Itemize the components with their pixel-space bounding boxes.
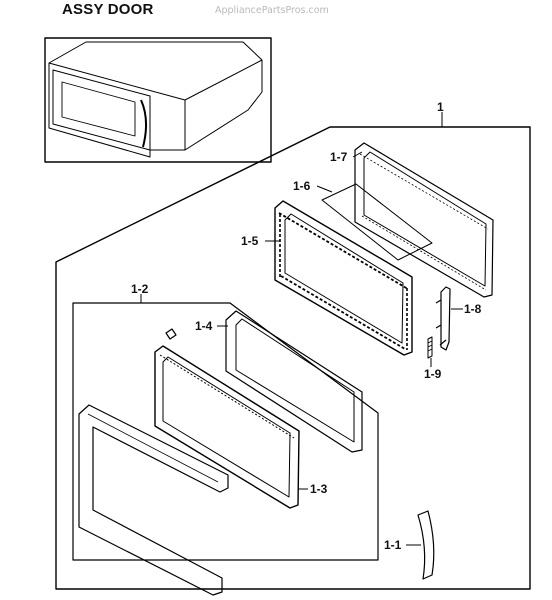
callout-1-5: 1-5 — [241, 234, 259, 248]
callout-1-1: 1-1 — [384, 538, 402, 552]
callout-1-3: 1-3 — [310, 482, 328, 496]
part-front-cover — [78, 404, 229, 596]
callout-1: 1 — [437, 100, 444, 114]
callout-1-6: 1-6 — [293, 179, 311, 193]
callout-1-2: 1-2 — [131, 282, 149, 296]
part-1-1-handle — [417, 510, 435, 580]
part-clip — [165, 328, 177, 340]
callout-1-8: 1-8 — [464, 302, 482, 316]
part-1-3-door-panel — [154, 345, 300, 509]
part-1-4-door-screen — [225, 310, 363, 453]
leader-1-7 — [352, 151, 363, 158]
part-1-7-choke-frame — [354, 142, 494, 298]
assembly-1-outline — [55, 126, 531, 590]
part-1-8-latch — [435, 286, 451, 351]
callout-1-4: 1-4 — [195, 319, 213, 333]
part-1-5-door-frame — [274, 200, 413, 356]
leader-1-6 — [316, 185, 333, 193]
assembly-1-2-outline — [72, 302, 379, 561]
callout-1-7: 1-7 — [330, 150, 348, 164]
watermark: AppliancePartsPros.com — [215, 5, 329, 16]
diagram-title: ASSY DOOR — [62, 1, 154, 18]
part-1-9-spring — [427, 336, 433, 359]
part-1-6-glass — [321, 183, 433, 261]
microwave-overview — [44, 37, 272, 163]
callout-1-9: 1-9 — [424, 367, 442, 381]
